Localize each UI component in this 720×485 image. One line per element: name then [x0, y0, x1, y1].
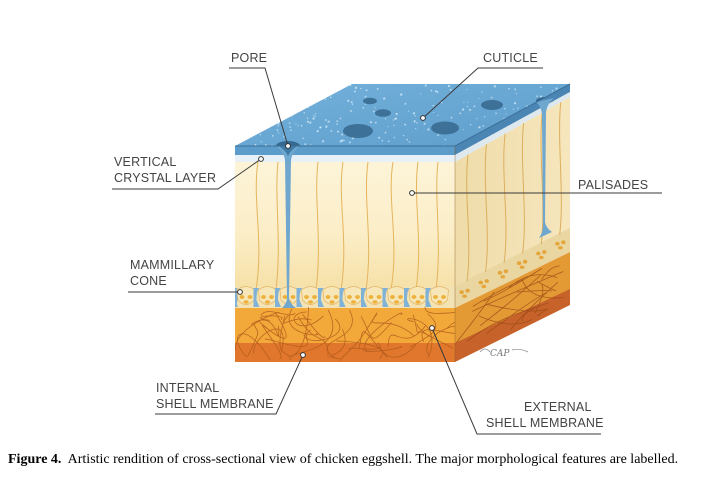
figure-caption-prefix: Figure 4.: [8, 452, 62, 467]
membrane-fibers-front: [235, 306, 455, 362]
mammillary-cones-front: [235, 286, 449, 307]
eggshell-diagram: CAP PORE CUTICLE VERTICAL CRYSTAL LAYER …: [112, 51, 662, 435]
label-internal-shell-membrane-line2: SHELL MEMBRANE: [156, 397, 274, 411]
label-mammillary-cone: MAMMILLARY CONE: [128, 258, 243, 295]
palisade-layer-front: [235, 162, 455, 290]
palisade-columns-side: [466, 102, 562, 282]
figure-caption: Figure 4. Artistic rendition of cross-se…: [8, 452, 714, 468]
label-pore: PORE: [229, 51, 291, 149]
label-external-shell-membrane-line1: EXTERNAL: [524, 400, 592, 414]
label-vertical-crystal-layer-line2: CRYSTAL LAYER: [114, 171, 216, 185]
label-external-shell-membrane: EXTERNAL SHELL MEMBRANE: [429, 325, 604, 435]
label-vertical-crystal-layer-line1: VERTICAL: [114, 155, 177, 169]
label-internal-shell-membrane: INTERNAL SHELL MEMBRANE: [155, 352, 306, 415]
label-pore-text: PORE: [231, 51, 267, 65]
membrane-fibers-side: [455, 265, 565, 344]
label-internal-shell-membrane-line1: INTERNAL: [156, 381, 219, 395]
signature-text: CAP: [490, 349, 510, 359]
palisade-columns-front: [255, 161, 439, 291]
vertical-crystal-layer-front: [235, 155, 455, 162]
inner-shell-membrane-side: [455, 289, 570, 362]
cuticle-front: [235, 146, 455, 155]
label-cuticle-text: CUTICLE: [483, 51, 538, 65]
eggshell-block: [235, 83, 571, 362]
label-palisades-text: PALISADES: [578, 178, 648, 192]
cuticle-top-surface: [235, 84, 570, 146]
label-vertical-crystal-layer: VERTICAL CRYSTAL LAYER: [112, 155, 264, 190]
label-mammillary-cone-line1: MAMMILLARY: [130, 258, 215, 272]
mammillary-cones-side: [459, 240, 566, 298]
pore-canal-side: [536, 98, 554, 238]
label-external-shell-membrane-line2: SHELL MEMBRANE: [486, 416, 604, 430]
label-mammillary-cone-line2: CONE: [130, 274, 167, 288]
artist-signature: CAP: [479, 348, 529, 359]
pore-canal-front: [276, 146, 300, 308]
label-palisades: PALISADES: [409, 178, 662, 196]
label-cuticle: CUTICLE: [420, 51, 543, 121]
figure-caption-text: Artistic rendition of cross-sectional vi…: [67, 452, 679, 467]
inner-shell-membrane-front: [235, 343, 455, 362]
